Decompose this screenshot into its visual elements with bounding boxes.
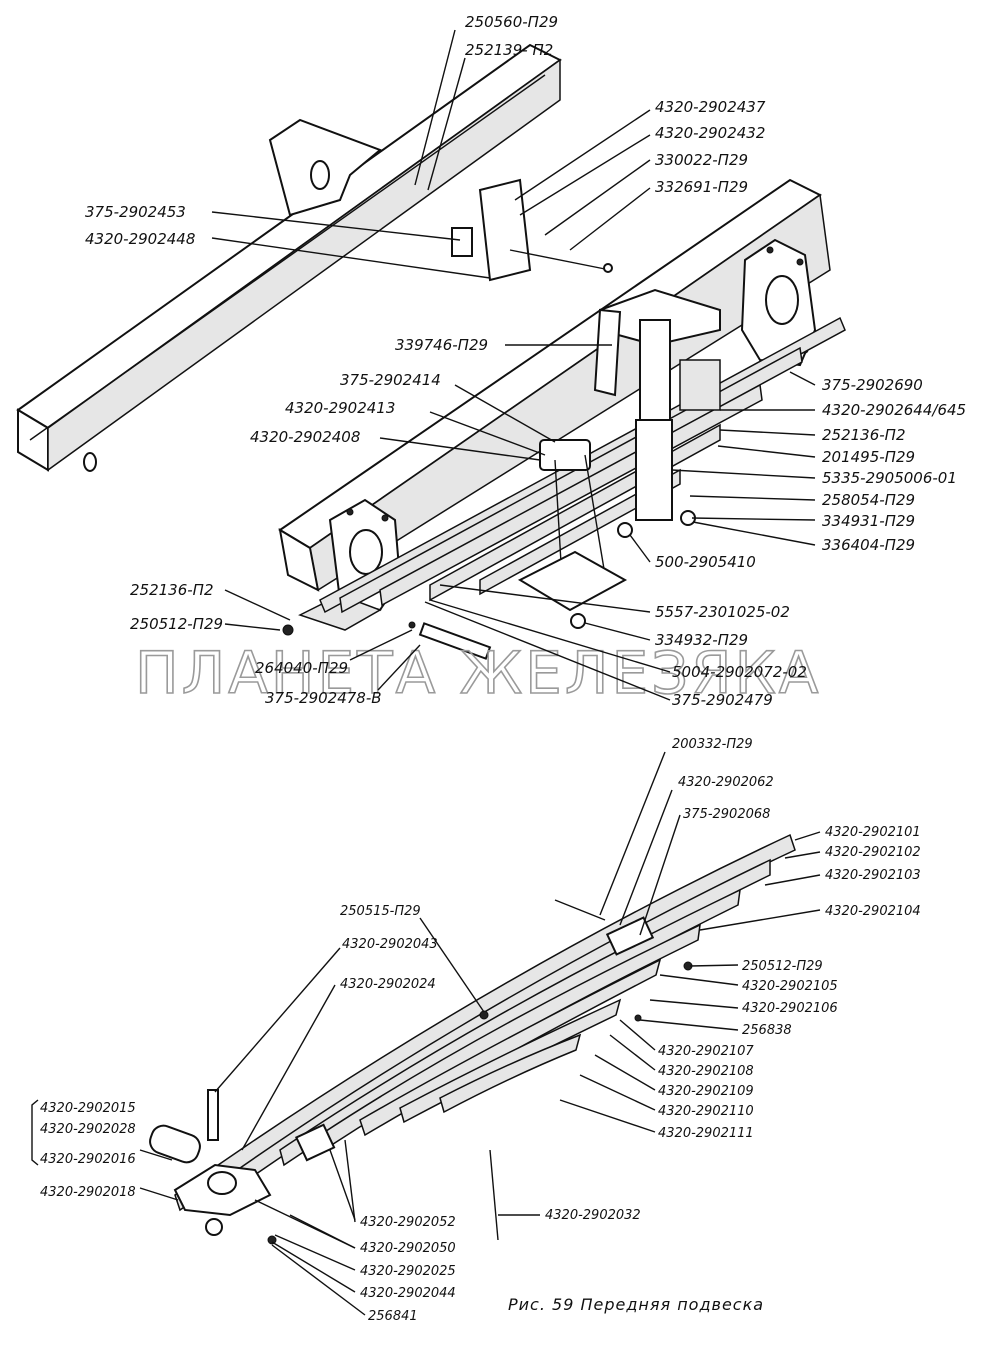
label-334932-p29: 334932-П29 xyxy=(655,631,748,649)
leader-lines-upper xyxy=(211,29,816,701)
label-4320-2902103: 4320-2902103 xyxy=(825,868,921,883)
label-4320-2902015: 4320-2902015 xyxy=(40,1101,136,1116)
label-334931-p29: 334931-П29 xyxy=(822,512,915,530)
label-4320-2902106: 4320-2902106 xyxy=(742,1001,838,1016)
label-4320-2902111: 4320-2902111 xyxy=(658,1126,754,1141)
label-4320-2902448: 4320-2902448 xyxy=(85,230,195,248)
label-4320-2902101: 4320-2902101 xyxy=(825,825,921,840)
label-4320-2902062: 4320-2902062 xyxy=(678,775,774,790)
label-252139-p2: 252139- П2 xyxy=(465,41,553,59)
label-4320-2902028: 4320-2902028 xyxy=(40,1122,136,1137)
label-4320-2902102: 4320-2902102 xyxy=(825,845,921,860)
label-250515-p29: 250515-П29 xyxy=(340,904,421,919)
label-4320-2902025: 4320-2902025 xyxy=(360,1264,456,1279)
label-256838: 256838 xyxy=(742,1023,792,1038)
label-250512-p29-upper: 250512-П29 xyxy=(130,615,223,633)
leader-lines-lower xyxy=(31,751,821,1316)
label-4320-2902105: 4320-2902105 xyxy=(742,979,838,994)
label-5335-2905006-01: 5335-2905006-01 xyxy=(822,469,957,487)
label-252136-p2-front: 252136-П2 xyxy=(130,581,214,599)
label-256841: 256841 xyxy=(368,1309,418,1324)
label-375-2902690: 375-2902690 xyxy=(822,376,923,394)
label-4320-2902109: 4320-2902109 xyxy=(658,1084,754,1099)
label-4320-2902437: 4320-2902437 xyxy=(655,98,766,116)
label-4320-2902032: 4320-2902032 xyxy=(545,1208,641,1223)
bump-stop-bracket xyxy=(451,178,613,282)
left-frame-rail xyxy=(16,43,562,472)
label-4320-2902016: 4320-2902016 xyxy=(40,1152,136,1167)
label-5557-2301025-02: 5557-2301025-02 xyxy=(655,603,790,621)
label-4320-2902413: 4320-2902413 xyxy=(285,399,395,417)
label-4320-2902110: 4320-2902110 xyxy=(658,1104,754,1119)
right-frame-rail xyxy=(278,178,831,592)
label-4320-2902104: 4320-2902104 xyxy=(825,904,921,919)
figure-caption: Рис. 59 Передняя подвеска xyxy=(508,1295,764,1314)
label-5004-2902072-02: 5004-2902072-02 xyxy=(672,663,807,681)
label-4320-2902108: 4320-2902108 xyxy=(658,1064,754,1079)
lower-eye-and-clamps xyxy=(149,899,693,1245)
label-250512-p29-lower: 250512-П29 xyxy=(742,959,823,974)
label-250560-p29: 250560-П29 xyxy=(465,13,558,31)
label-200332-p29: 200332-П29 xyxy=(672,737,753,752)
label-264040-p29: 264040-П29 xyxy=(255,659,348,677)
label-500-2905410: 500-2905410 xyxy=(655,553,756,571)
label-4320-2902043: 4320-2902043 xyxy=(342,937,438,952)
label-375-2902453: 375-2902453 xyxy=(85,203,186,221)
label-375-2902479: 375-2902479 xyxy=(672,691,773,709)
label-4320-2902050: 4320-2902050 xyxy=(360,1241,456,1256)
label-375-2902478-v: 375-2902478-В xyxy=(265,689,382,707)
rear-spring-hanger xyxy=(740,238,817,367)
label-4320-2902044: 4320-2902044 xyxy=(360,1286,456,1301)
labels-lower: 200332-П29 4320-2902062 375-2902068 4320… xyxy=(40,737,921,1324)
label-4320-2902052: 4320-2902052 xyxy=(360,1215,456,1230)
label-201495-p29: 201495-П29 xyxy=(822,448,915,466)
label-258054-p29: 258054-П29 xyxy=(822,491,915,509)
upper-assembly xyxy=(16,43,846,660)
label-330022-p29: 330022-П29 xyxy=(655,151,748,169)
front-pin xyxy=(282,621,492,660)
u-bolts xyxy=(517,439,628,629)
watermark-text: ПЛАНЕТА ЖЕЛЕЗЯКА xyxy=(135,639,821,707)
label-252136-p2-rear: 252136-П2 xyxy=(822,426,906,444)
label-4320-2902644-645: 4320-2902644/645 xyxy=(822,401,966,419)
label-4320-2902018: 4320-2902018 xyxy=(40,1185,136,1200)
labels-upper: 250560-П29 252139- П2 4320-2902437 4320-… xyxy=(85,13,966,709)
shock-absorber xyxy=(593,288,721,538)
label-332691-p29: 332691-П29 xyxy=(655,178,748,196)
label-339746-p29: 339746-П29 xyxy=(395,336,488,354)
label-4320-2902408: 4320-2902408 xyxy=(250,428,360,446)
label-375-2902068: 375-2902068 xyxy=(683,807,770,822)
label-375-2902414: 375-2902414 xyxy=(340,371,441,389)
label-4320-2902024: 4320-2902024 xyxy=(340,977,436,992)
lower-assembly xyxy=(149,833,796,1245)
label-4320-2902432: 4320-2902432 xyxy=(655,124,765,142)
label-4320-2902107: 4320-2902107 xyxy=(658,1044,754,1059)
lower-leaf-spring xyxy=(174,833,796,1212)
label-336404-p29: 336404-П29 xyxy=(822,536,915,554)
